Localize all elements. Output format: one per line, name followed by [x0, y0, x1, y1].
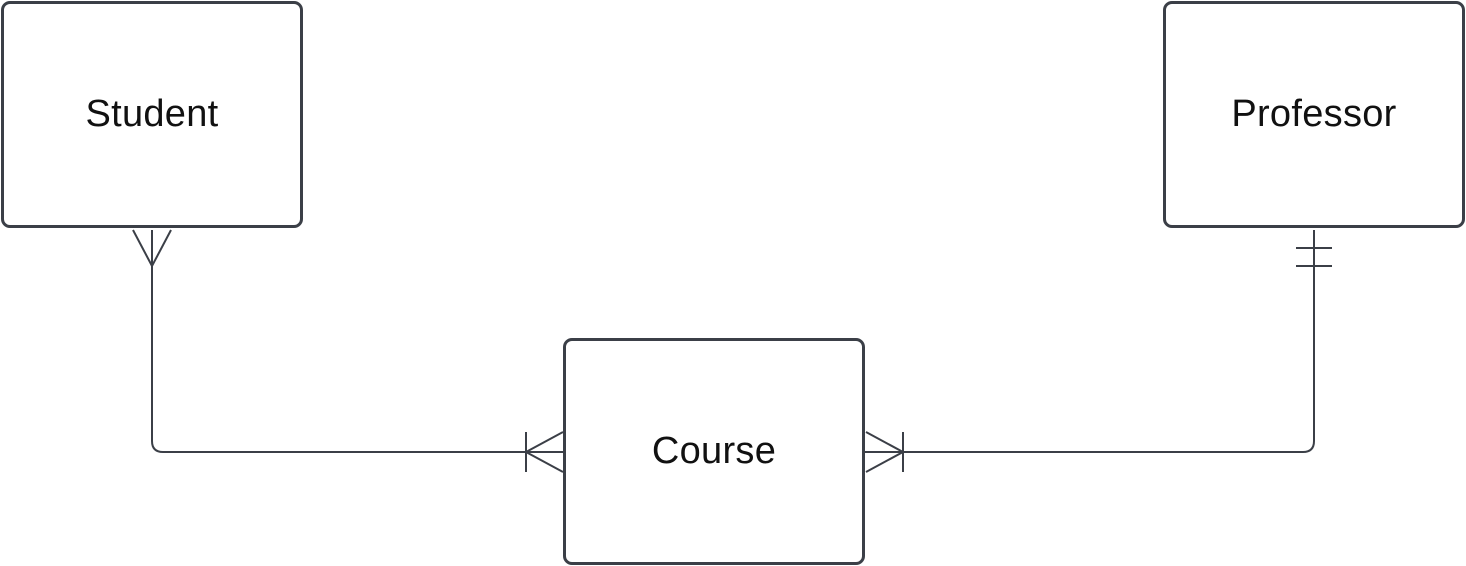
entity-student[interactable]: Student	[1, 1, 303, 228]
crows-foot-many-marker	[132, 229, 172, 269]
entity-course[interactable]: Course	[563, 338, 865, 565]
entity-label: Professor	[1231, 93, 1397, 135]
exactly-one-marker	[1296, 247, 1332, 267]
connector-line	[865, 230, 1315, 453]
entity-label: Student	[85, 93, 219, 135]
crows-foot-one-or-many-marker	[523, 431, 564, 473]
entity-label: Course	[651, 430, 777, 472]
connector-line	[151, 230, 563, 453]
crows-foot-one-or-many-marker	[865, 431, 906, 473]
connector-student-course	[132, 229, 564, 473]
entity-professor[interactable]: Professor	[1163, 1, 1465, 228]
connector-professor-course	[865, 230, 1332, 473]
